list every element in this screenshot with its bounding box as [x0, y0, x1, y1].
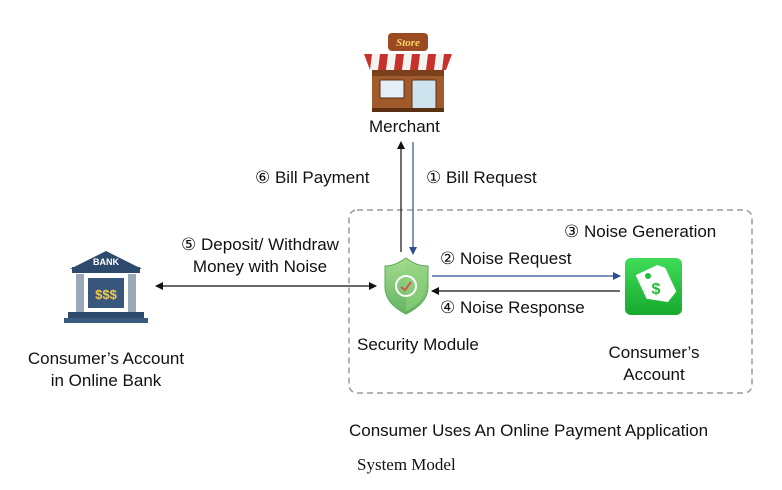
application-boundary [348, 209, 753, 394]
bank-sign-text: BANK [93, 257, 119, 267]
noise-request-label: ② Noise Request [440, 249, 572, 268]
noise-generation-label: ③ Noise Generation [564, 222, 717, 241]
bill-request-label: ① Bill Request [426, 168, 537, 187]
consumer-account-line-1: Consumer’s [608, 343, 700, 362]
merchant-label: Merchant [369, 117, 440, 136]
deposit-withdraw-line-2: Money with Noise [192, 257, 328, 276]
bill-payment-label: ⑥ Bill Payment [255, 168, 370, 187]
figure-caption: System Model [357, 455, 456, 474]
noise-response-label: ④ Noise Response [440, 298, 585, 317]
consumer-account-line-2: Account [623, 365, 685, 384]
price-tag-icon: $ [625, 258, 682, 315]
application-group-label: Consumer Uses An Online Payment Applicat… [349, 421, 709, 440]
deposit-withdraw-line-1: ⑤ Deposit/ Withdraw [181, 235, 339, 254]
deposit-withdraw-label: ⑤ Deposit/ Withdraw Money with Noise [150, 234, 370, 278]
bank-account-label: Consumer’s Account in Online Bank [0, 348, 212, 392]
bank-account-line-2: in Online Bank [50, 371, 162, 390]
store-sign-text: Store [396, 37, 420, 49]
bank-icon: BANK $$$ [64, 251, 148, 323]
bank-account-line-1: Consumer’s Account [27, 349, 185, 368]
consumer-account-label: Consumer’s Account [574, 342, 734, 386]
store-icon: Store [364, 33, 452, 112]
shield-icon [384, 257, 429, 315]
dollar-icon: $ [652, 281, 661, 298]
bank-money-text: $$$ [95, 287, 117, 302]
security-module-label: Security Module [357, 335, 479, 354]
